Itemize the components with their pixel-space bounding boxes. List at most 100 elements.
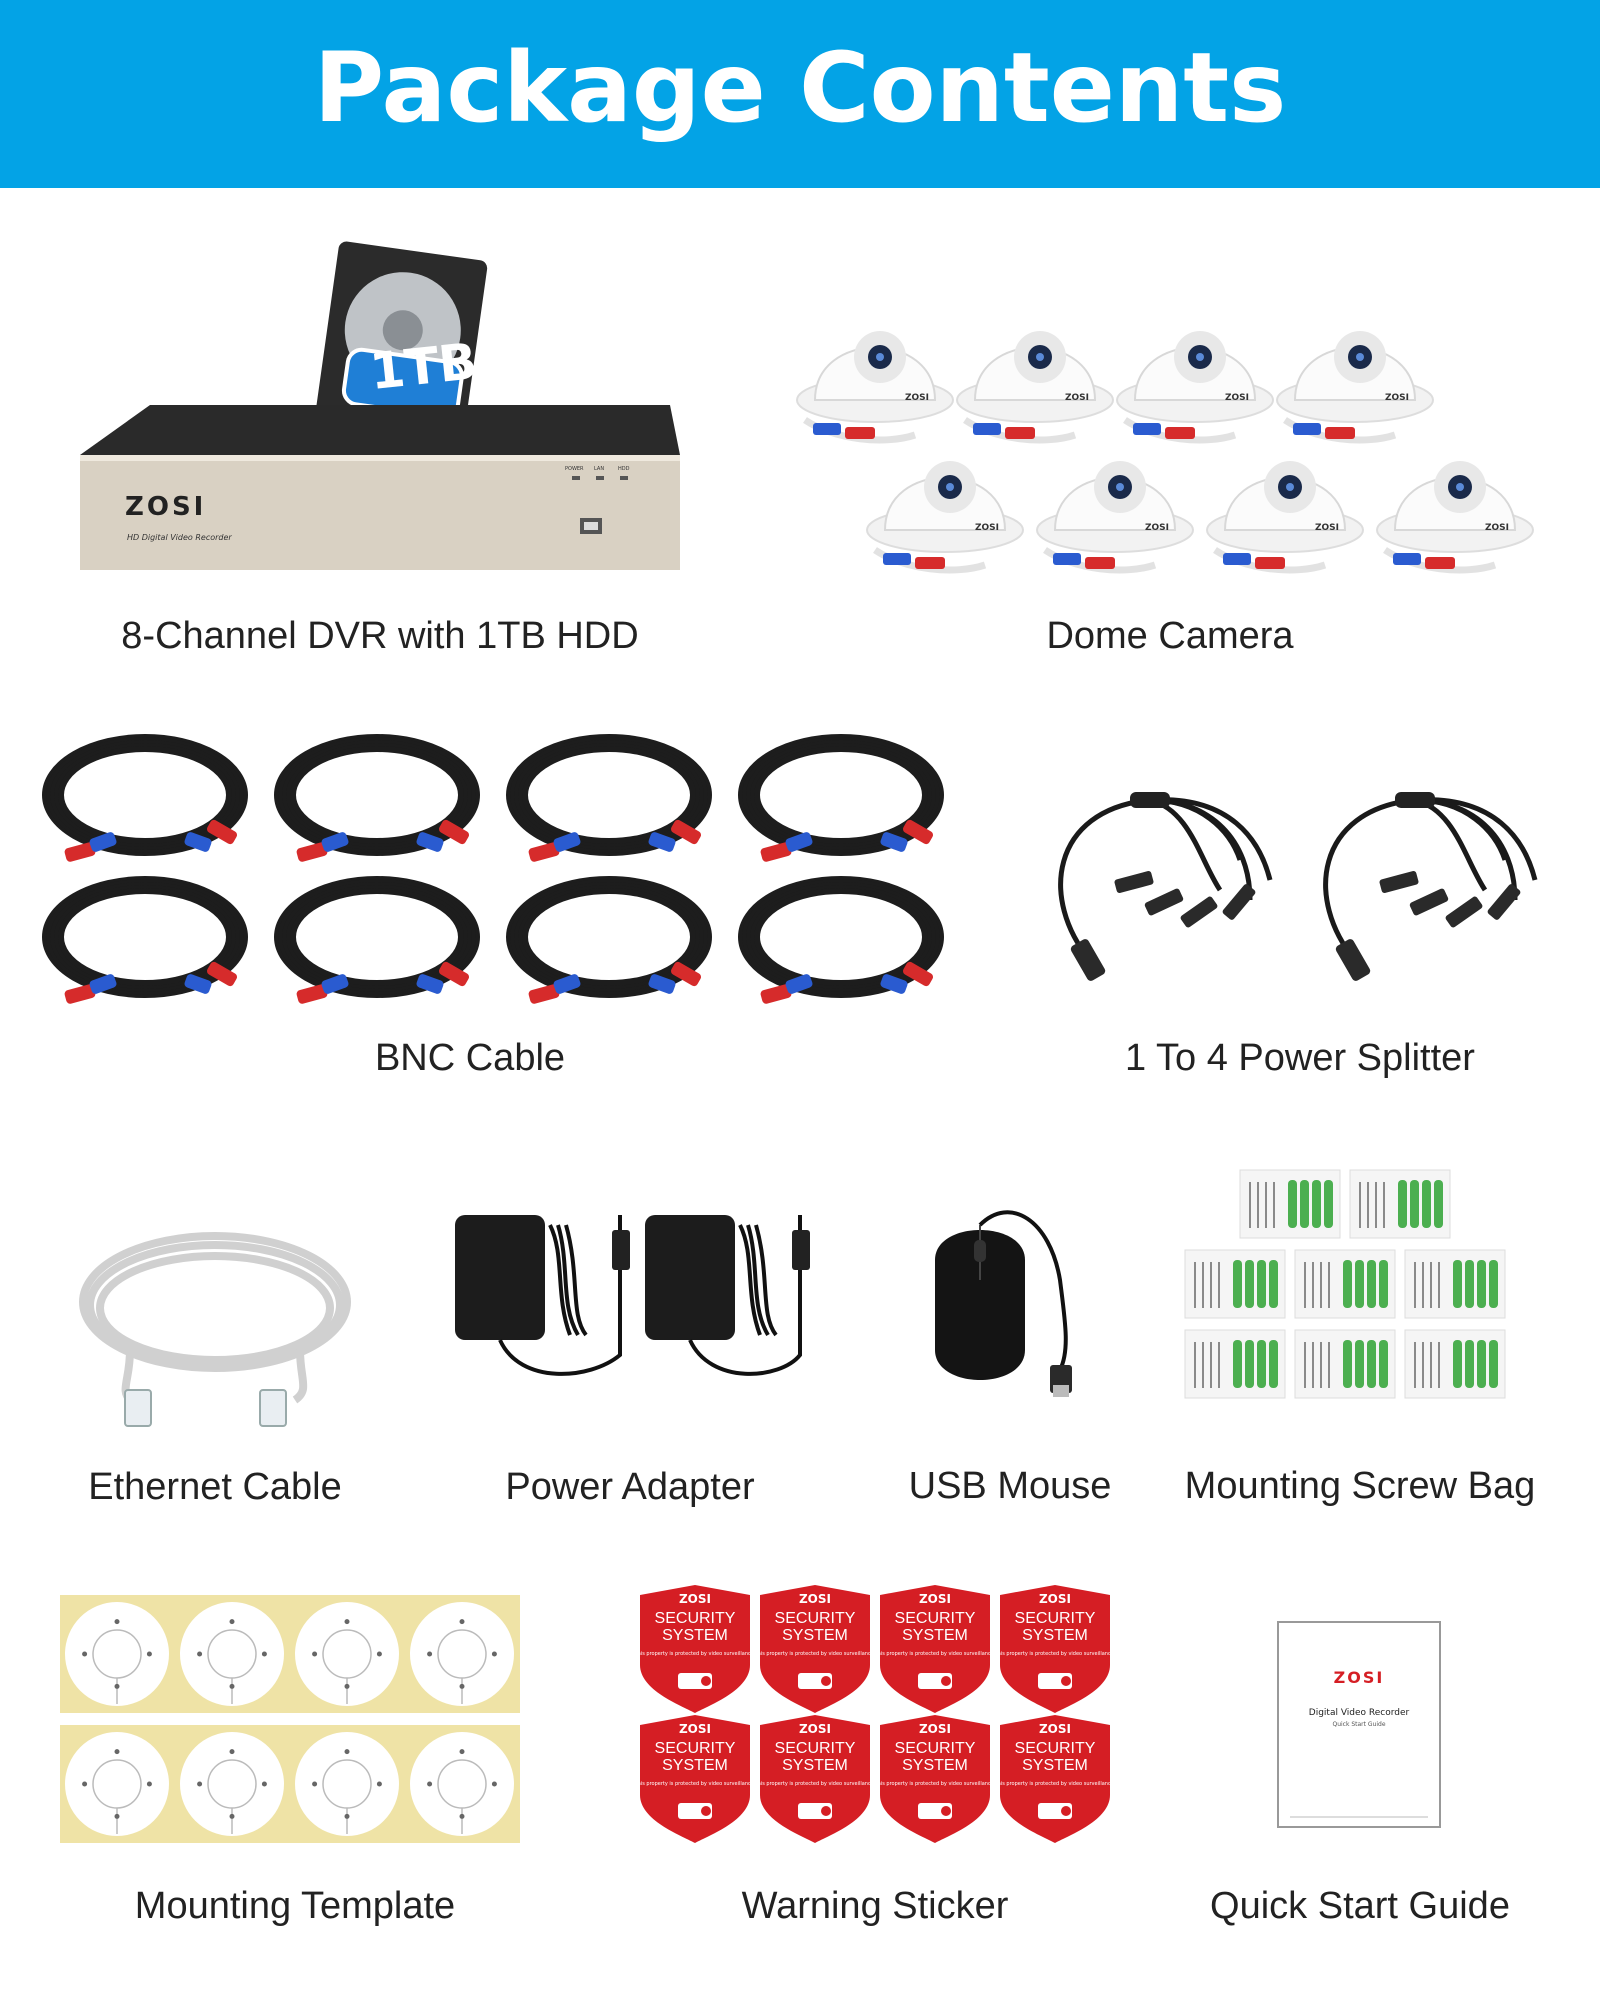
sticker-line1: SECURITY [895,1740,976,1757]
dome-camera-brand: ZOSI [1145,523,1169,533]
sticker-brand: ZOSI [679,1592,711,1606]
dome-camera: ZOSI [956,331,1114,444]
sticker-line1: SECURITY [655,1610,736,1627]
dome-camera-image: ZOSI ZOSI ZOSI ZOSI ZOSI ZOSI ZOSI ZOSI [796,331,1534,574]
dvr-brand: ZOSI [125,492,206,522]
mounting-template-disc [180,1602,284,1706]
dome-camera-brand: ZOSI [1315,523,1339,533]
header-banner: Package Contents [0,0,1600,188]
screw-bag [1294,1329,1396,1399]
screw-bag [1349,1169,1451,1239]
dome-camera-brand: ZOSI [905,393,929,403]
bnc-cable-coil [738,876,944,1004]
sticker-line2: SYSTEM [1022,1757,1088,1774]
warning-sticker-caption: Warning Sticker [741,1885,1009,1927]
screw-bag [1184,1249,1286,1319]
sticker-brand: ZOSI [1039,1592,1071,1606]
power-adapter-caption: Power Adapter [505,1466,755,1508]
sticker-brand: ZOSI [919,1722,951,1736]
sticker-line2: SYSTEM [782,1627,848,1644]
dome-camera: ZOSI [1036,461,1194,574]
sticker-line2: SYSTEM [662,1627,728,1644]
bnc-cable-coil [42,734,248,862]
dvr-image: 1TB ZOSI HD Digital Video Recorder POWER… [80,241,680,570]
bnc-cable-item: BNC Cable [40,725,944,1085]
mounting-template-disc [295,1732,399,1836]
bnc-cable-coil [274,734,480,862]
ethernet-cable-caption: Ethernet Cable [88,1466,342,1508]
guide-title: Digital Video Recorder [1309,1708,1410,1718]
sticker-line1: SECURITY [1015,1740,1096,1757]
sticker-line1: SECURITY [1015,1610,1096,1627]
screw-bag-image [1184,1169,1506,1399]
screw-bag [1294,1249,1396,1319]
sticker-note: This property is protected by video surv… [874,1781,996,1787]
dome-camera: ZOSI [866,461,1024,574]
screw-bag-item: Mounting Screw Bag [1180,1169,1560,1510]
sticker-brand: ZOSI [919,1592,951,1606]
mounting-template-disc [180,1732,284,1836]
dome-camera-brand: ZOSI [975,523,999,533]
page-title: Package Contents [313,32,1287,144]
power-splitter-item: 1 To 4 Power Splitter [1030,780,1570,1090]
sticker-line1: SECURITY [775,1610,856,1627]
dvr-caption: 8-Channel DVR with 1TB HDD [121,615,639,657]
dome-camera: ZOSI [1116,331,1274,444]
sticker-note: This property is protected by video surv… [994,1651,1116,1657]
screw-bag [1184,1329,1286,1399]
sticker-note: This property is protected by video surv… [634,1651,756,1657]
sticker-line2: SYSTEM [902,1627,968,1644]
sticker-note: This property is protected by video surv… [634,1781,756,1787]
guide-subtitle: Quick Start Guide [1332,1721,1385,1728]
sticker-line2: SYSTEM [662,1757,728,1774]
ethernet-cable-image [79,1232,351,1427]
dome-camera-item: ZOSI ZOSI ZOSI ZOSI ZOSI ZOSI ZOSI ZOSI Dome Ca… [796,270,1560,657]
bnc-cable-image [42,734,944,1004]
bnc-cable-coil [42,876,248,1004]
sticker-note: This property is protected by video surv… [874,1651,996,1657]
led-lan-label: LAN [594,466,604,472]
sticker-brand: ZOSI [799,1722,831,1736]
sticker-line2: SYSTEM [782,1757,848,1774]
mounting-template-disc [295,1602,399,1706]
led-power-label: POWER [565,466,584,472]
sticker-note: This property is protected by video surv… [754,1651,876,1657]
quick-start-item: ZOSI Digital Video Recorder Quick Start … [1190,1620,1530,1930]
mounting-template-disc [65,1732,169,1836]
dome-camera-brand: ZOSI [1225,393,1249,403]
mounting-template-item: Mounting Template [60,1595,530,1930]
dvr-item: 1TB ZOSI HD Digital Video Recorder POWER… [70,240,690,657]
dome-camera-caption: Dome Camera [1046,615,1294,657]
mounting-template-disc [410,1732,514,1836]
dome-camera-brand: ZOSI [1485,523,1509,533]
usb-mouse-caption: USB Mouse [908,1465,1112,1507]
power-adapter-item: Power Adapter [440,1195,820,1510]
power-splitter-caption: 1 To 4 Power Splitter [1125,1037,1475,1079]
sticker-note: This property is protected by video surv… [994,1781,1116,1787]
bnc-cable-coil [738,734,944,862]
mounting-template-image [60,1595,520,1843]
hdd-label: 1TB [367,332,479,401]
quick-start-caption: Quick Start Guide [1210,1885,1510,1927]
ethernet-cable-item: Ethernet Cable [70,1220,360,1510]
dome-camera: ZOSI [1206,461,1364,574]
bnc-cable-coil [506,734,712,862]
sticker-brand: ZOSI [1039,1722,1071,1736]
dome-camera: ZOSI [796,331,954,444]
bnc-cable-caption: BNC Cable [374,1037,566,1079]
dome-camera: ZOSI [1276,331,1434,444]
dome-camera-brand: ZOSI [1065,393,1089,403]
sticker-line1: SECURITY [775,1740,856,1757]
led-hdd-label: HDD [618,466,630,472]
dvr-model: HD Digital Video Recorder [127,533,232,542]
sticker-note: This property is protected by video surv… [754,1781,876,1787]
